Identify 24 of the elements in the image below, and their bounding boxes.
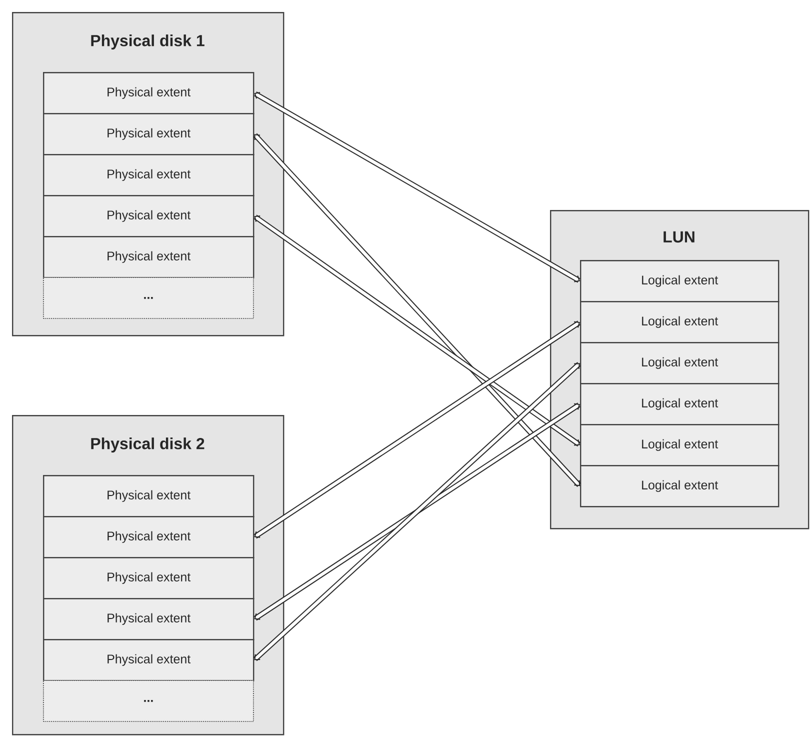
extent-row: Physical extent <box>43 639 254 682</box>
extent-row: Physical extent <box>43 195 254 238</box>
extent-row: Physical extent <box>43 236 254 278</box>
double-arrow <box>254 91 580 283</box>
double-arrow <box>254 402 580 621</box>
extent-row: Physical extent <box>43 557 254 600</box>
ellipsis-row: ... <box>43 277 254 319</box>
extent-row: Physical extent <box>43 154 254 196</box>
extent-row: Logical extent <box>580 342 780 384</box>
extent-row: Logical extent <box>580 301 780 344</box>
double-arrow <box>253 133 582 487</box>
extent-row: Logical extent <box>580 383 780 426</box>
extent-row: Physical extent <box>43 475 254 518</box>
extent-row: Logical extent <box>580 465 780 508</box>
double-arrow <box>253 362 581 662</box>
extent-row: Physical extent <box>43 598 254 640</box>
extent-row: Physical extent <box>43 516 254 558</box>
extent-row: Logical extent <box>580 424 780 466</box>
extent-row: Physical extent <box>43 72 254 114</box>
extent-row: Physical extent <box>43 113 254 156</box>
ellipsis-row: ... <box>43 680 254 722</box>
extent-row: Logical extent <box>580 260 780 302</box>
double-arrow <box>254 320 580 539</box>
double-arrow <box>254 214 580 446</box>
